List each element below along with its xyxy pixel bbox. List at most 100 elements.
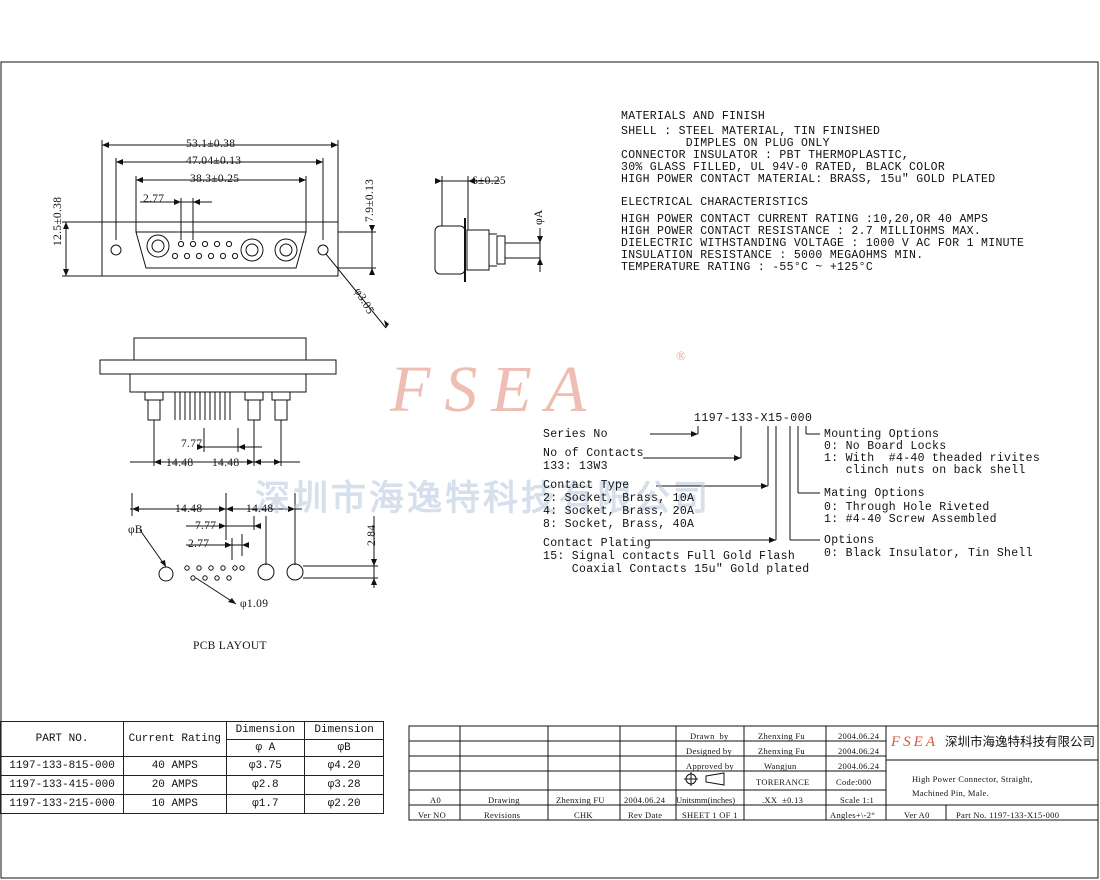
electrical-line: TEMPERATURE RATING : -55°C ~ +125°C [621,261,874,274]
designed-by-label: Designed by [686,746,733,756]
cell: 1197-133-415-000 [0,775,125,795]
top-view [99,337,337,466]
arrowheads [63,142,776,604]
chk-label: CHK [574,810,593,820]
rev-a0: A0 [430,795,441,805]
part-no-label: Part No. 1197-133-X15-000 [956,810,1060,820]
cell: 20 AMPS [123,775,227,795]
pcb-layout [130,493,378,605]
opt-plating-line: Coaxial Contacts 15u" Gold plated [543,563,810,576]
pcb-dim-hole-diameter: φ1.09 [240,598,269,610]
front-view [62,140,387,329]
sheet-border [0,61,1099,879]
pcb-layout-label: PCB LAYOUT [193,640,267,652]
tolerance-value: .XX ±0.13 [762,795,804,805]
electrical-line: DIELECTRIC WITHSTANDING VOLTAGE : 1000 V… [621,237,1025,250]
col-dimension-b: Dimension [304,721,384,740]
subcol-phi-b: φB [304,738,384,757]
opt-plating-line: 15: Signal contacts Full Gold Flash [543,550,796,563]
scale-label: Scale 1:1 [840,795,875,805]
desc-line-1: High Power Connector, Straight, [912,774,1033,784]
col-part-no: PART NO. [0,721,125,757]
cell: φ2.20 [304,794,384,814]
dim-shell-width: 38.3±0.25 [190,173,240,185]
opt-contacts-title: No of Contacts [543,447,644,460]
title-block-frame [408,725,1099,821]
designed-by-date: 2004.06.24 [838,746,880,756]
materials-line: DIMPLES ON PLUG ONLY [621,137,830,150]
table-row: 1197-133-215-000 10 AMPS φ1.7 φ2.20 [0,794,384,814]
approved-by-name: Wangjun [764,761,797,771]
pcb-dim-277: 2.77 [188,538,210,550]
dim-overall-width: 53.1±0.38 [186,138,236,150]
version-label: Ver A0 [904,810,930,820]
dim-top-1448-left: 14.48 [166,457,194,469]
code-label: Code:000 [836,777,872,787]
tolerance-label: TORERANCE [756,777,810,787]
watermark-company: 深圳市海逸特科技有限公司 [255,479,712,519]
opt-contacts-value: 133: 13W3 [543,460,608,473]
dim-mount-hole-pitch: 47.04±0.13 [186,155,242,167]
cell: φ2.8 [225,775,306,795]
cell: 1197-133-815-000 [0,756,125,776]
opt-type-title: Contact Type [543,479,630,492]
rev-drawing: Drawing [488,795,520,805]
opt-mount-line: clinch nuts on back shell [824,464,1026,477]
revisions-label: Revisions [484,810,521,820]
cell: 10 AMPS [123,794,227,814]
pcb-dim-phi-b: φB [128,524,143,536]
opt-mount-title: Mounting Options [824,428,940,441]
drawn-by-label: Drawn by [690,731,729,741]
table-row: 1197-133-815-000 40 AMPS φ3.75 φ4.20 [0,756,384,776]
sheet-label: SHEET 1 OF 1 [682,810,738,820]
pcb-dim-777: 7.77 [195,520,217,532]
title-block-company: 深圳市海逸特科技有限公司 [945,734,1096,749]
opt-mating-line: 1: #4-40 Screw Assembled [824,513,997,526]
cell: φ1.7 [225,794,306,814]
opt-plating-title: Contact Plating [543,537,652,550]
cell: φ3.75 [225,756,306,776]
materials-line: HIGH POWER CONTACT MATERIAL: BRASS, 15u"… [621,173,996,186]
approved-by-date: 2004.06.24 [838,761,880,771]
watermark-logo: FSEA [390,353,600,426]
side-view [434,176,541,282]
drawn-by-date: 2004.06.24 [838,731,880,741]
pcb-dim-284: 2.84 [366,524,378,546]
dim-shell-height: 7.9±0.13 [364,178,376,222]
electrical-line: HIGH POWER CONTACT CURRENT RATING :10,20… [621,213,989,226]
opt-type-line: 4: Socket, Brass, 20A [543,505,695,518]
opt-mount-line: 0: No Board Locks [824,440,947,453]
opt-type-line: 8: Socket, Brass, 40A [543,518,695,531]
ver-no-label: Ver NO [418,810,447,820]
title-block-logo: FSEA [891,734,938,750]
dim-contact-diameter-a: φA [533,209,545,225]
opt-options-title: Options [824,534,875,547]
electrical-title: ELECTRICAL CHARACTERISTICS [621,196,809,209]
pcb-dim-1448-right: 14.48 [246,503,274,515]
watermark-registered: ® [676,348,686,363]
cell: φ4.20 [304,756,384,776]
part-code-leaders [643,426,820,541]
dim-overall-height: 12.5±0.38 [52,196,64,246]
dim-shell-depth: 6±0.25 [472,175,506,187]
electrical-line: HIGH POWER CONTACT RESISTANCE : 2.7 MILL… [621,225,982,238]
units-label: Unitsmm(inches) [676,795,736,805]
opt-mating-line: 0: Through Hole Riveted [824,501,990,514]
electrical-line: INSULATION RESISTANCE : 5000 MEGAOHMS MI… [621,249,924,262]
cell: 40 AMPS [123,756,227,776]
cell: φ3.28 [304,775,384,795]
parts-table: PART NO. Current Rating Dimension Dimens… [0,721,384,814]
materials-line: CONNECTOR INSULATOR : PBT THERMOPLASTIC, [621,149,910,162]
part-code: 1197-133-X15-000 [694,412,813,425]
subcol-phi-a: φ A [225,738,306,757]
rev-date-label: Rev Date [628,810,663,820]
opt-options-line: 0: Black Insulator, Tin Shell [824,547,1033,560]
materials-line: SHELL : STEEL MATERIAL, TIN FINISHED [621,125,881,138]
table-row: 1197-133-415-000 20 AMPS φ2.8 φ3.28 [0,775,384,795]
col-current-rating: Current Rating [123,721,227,757]
rev-date: 2004.06.24 [624,795,666,805]
materials-line: 30% GLASS FILLED, UL 94V-0 RATED, BLACK … [621,161,946,174]
designed-by-name: Zhenxing Fu [758,746,805,756]
